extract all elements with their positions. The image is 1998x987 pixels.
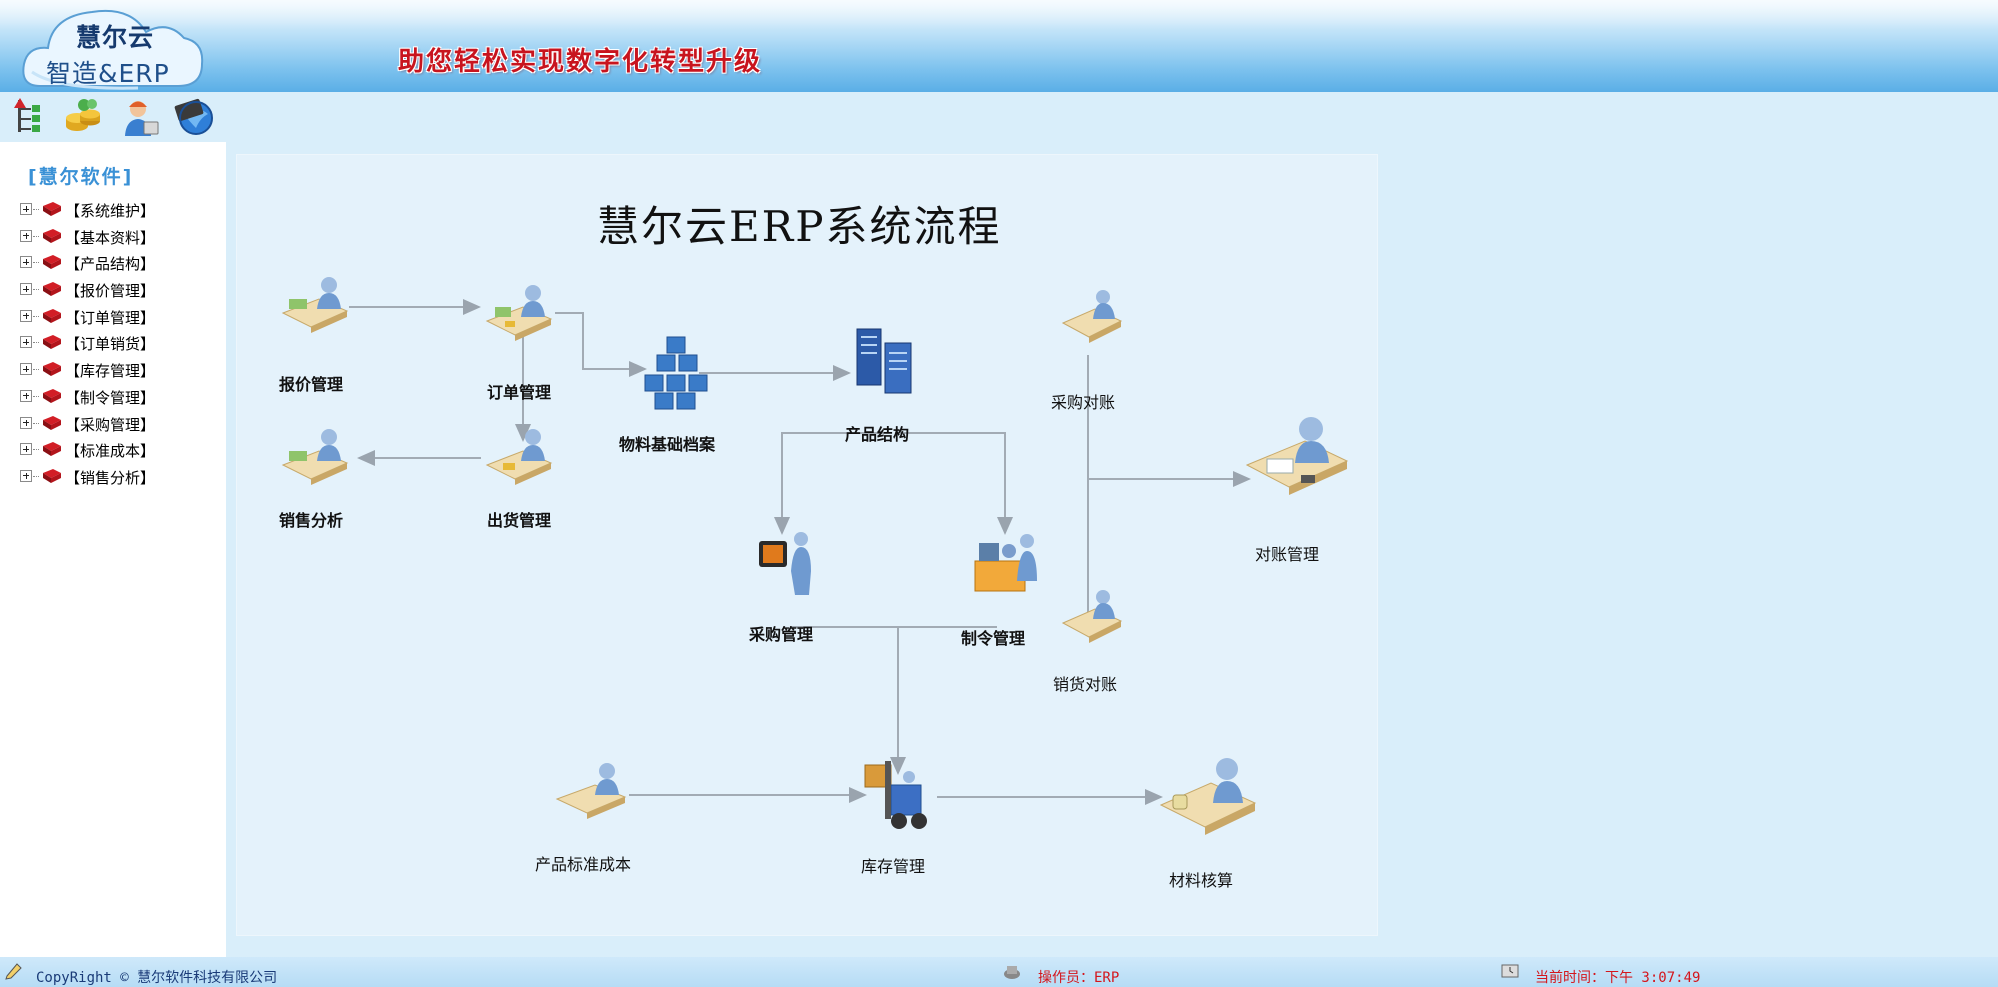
header-slogan: 助您轻松实现数字化转型升级 bbox=[398, 47, 763, 77]
tree-item-label: 【制令管理】 bbox=[65, 388, 156, 407]
expand-icon[interactable] bbox=[20, 283, 32, 296]
tree-item-label: 【订单销货】 bbox=[65, 335, 156, 354]
expand-icon[interactable] bbox=[20, 363, 32, 376]
user-icon[interactable] bbox=[120, 96, 162, 138]
book-icon bbox=[43, 282, 61, 297]
current-time-text: 当前时间：下午 3:07:49 bbox=[1535, 970, 1701, 986]
book-icon bbox=[43, 228, 61, 243]
node-order-label: 订单管理 bbox=[487, 385, 552, 402]
expand-icon[interactable] bbox=[20, 469, 32, 482]
book-icon bbox=[43, 255, 61, 270]
sales-analysis-workstation-icon bbox=[281, 429, 349, 485]
app-logo: 慧尔云 智造&ERP bbox=[18, 2, 218, 90]
book-icon bbox=[43, 442, 61, 457]
node-accounting-label: 材料核算 bbox=[1169, 873, 1234, 890]
expand-icon[interactable] bbox=[20, 229, 32, 242]
operator-text: 操作员：ERP bbox=[1038, 970, 1120, 986]
work-order-machine-icon bbox=[974, 534, 1037, 592]
node-recon-label: 对账管理 bbox=[1255, 547, 1320, 564]
quote-workstation-icon bbox=[281, 277, 349, 333]
clock-icon bbox=[1501, 964, 1519, 978]
tree-item-label: 【订单管理】 bbox=[65, 308, 156, 327]
browser-icon[interactable] bbox=[174, 96, 216, 138]
node-purchase-recon-label: 采购对账 bbox=[1051, 395, 1116, 412]
tree-item-label: 【系统维护】 bbox=[65, 202, 156, 220]
operator-icon bbox=[1004, 966, 1020, 979]
expand-icon[interactable] bbox=[20, 309, 32, 322]
book-icon bbox=[43, 468, 61, 483]
tree-item-label: 【库存管理】 bbox=[65, 362, 156, 381]
tree-item-label: 【基本资料】 bbox=[65, 228, 156, 247]
recon-workstation-icon bbox=[1245, 417, 1349, 495]
accounting-workstation-icon bbox=[1159, 758, 1257, 835]
diagram-title: 慧尔云ERP系统流程 bbox=[597, 202, 1002, 251]
material-cubes-icon bbox=[644, 336, 708, 410]
node-sales-recon-label: 销货对账 bbox=[1053, 677, 1118, 694]
toolbar bbox=[0, 92, 1998, 142]
inventory-forklift-icon bbox=[864, 761, 927, 829]
status-bar: CopyRight © 慧尔软件科技有限公司 操作员：ERP 当前时间：下午 3… bbox=[0, 957, 1998, 987]
shipment-workstation-icon bbox=[485, 429, 553, 485]
flow-connectors bbox=[349, 299, 1251, 805]
header-shine bbox=[0, 0, 1998, 30]
book-icon bbox=[43, 362, 61, 377]
pen-icon bbox=[5, 963, 22, 980]
logo-text-bottom: 智造&ERP bbox=[46, 59, 170, 88]
std-cost-workstation-icon bbox=[555, 763, 627, 819]
node-product-label: 产品结构 bbox=[845, 427, 910, 444]
purchase-recon-workstation-icon bbox=[1061, 290, 1123, 343]
node-purchase-label: 采购管理 bbox=[749, 627, 814, 644]
coins-icon[interactable] bbox=[62, 96, 104, 138]
node-std-cost-label: 产品标准成本 bbox=[535, 857, 632, 874]
main-content: 慧尔云ERP系统流程 bbox=[226, 142, 1998, 957]
node-quote-label: 报价管理 bbox=[279, 377, 344, 394]
tree-item-label: 【报价管理】 bbox=[65, 282, 156, 301]
app-header: 慧尔云 智造&ERP 助您轻松实现数字化转型升级 bbox=[0, 0, 1998, 92]
tree-item-label: 【采购管理】 bbox=[65, 415, 156, 434]
node-material-label: 物料基础档案 bbox=[619, 437, 716, 454]
node-sales-analysis-label: 销售分析 bbox=[279, 513, 344, 530]
expand-icon[interactable] bbox=[20, 443, 32, 456]
expand-icon[interactable] bbox=[20, 256, 32, 269]
tree-item-label: 【产品结构】 bbox=[65, 255, 156, 274]
node-inventory-label: 库存管理 bbox=[861, 859, 926, 876]
node-shipment-label: 出货管理 bbox=[487, 513, 552, 530]
book-icon bbox=[43, 202, 61, 216]
logo-cloud-icon bbox=[22, 9, 204, 90]
tree-item-label: 【标准成本】 bbox=[65, 442, 156, 461]
book-icon bbox=[43, 388, 61, 403]
sidebar-title: [慧尔软件] bbox=[28, 166, 134, 188]
purchase-terminal-icon bbox=[759, 532, 811, 595]
book-icon bbox=[43, 415, 61, 430]
sales-recon-workstation-icon bbox=[1061, 590, 1123, 643]
book-icon bbox=[43, 335, 61, 350]
tree-item-label: 【销售分析】 bbox=[65, 468, 156, 487]
copyright-text: CopyRight © 慧尔软件科技有限公司 bbox=[36, 970, 278, 986]
logo-text-top: 慧尔云 bbox=[76, 23, 155, 52]
erp-flow-diagram: 慧尔云ERP系统流程 bbox=[236, 154, 1378, 936]
tree-icon[interactable] bbox=[10, 96, 52, 138]
book-icon bbox=[43, 308, 61, 323]
expand-icon[interactable] bbox=[20, 203, 32, 215]
expand-icon[interactable] bbox=[20, 389, 32, 402]
expand-icon[interactable] bbox=[20, 336, 32, 349]
node-work-order-label: 制令管理 bbox=[961, 631, 1026, 648]
order-workstation-icon bbox=[485, 285, 553, 341]
sidebar: [慧尔软件] 【系统维护】 【基本资料】 【产品结构】 【报价管理】 【订单管理… bbox=[0, 142, 226, 957]
server-rack-icon bbox=[856, 328, 912, 394]
expand-icon[interactable] bbox=[20, 416, 32, 429]
